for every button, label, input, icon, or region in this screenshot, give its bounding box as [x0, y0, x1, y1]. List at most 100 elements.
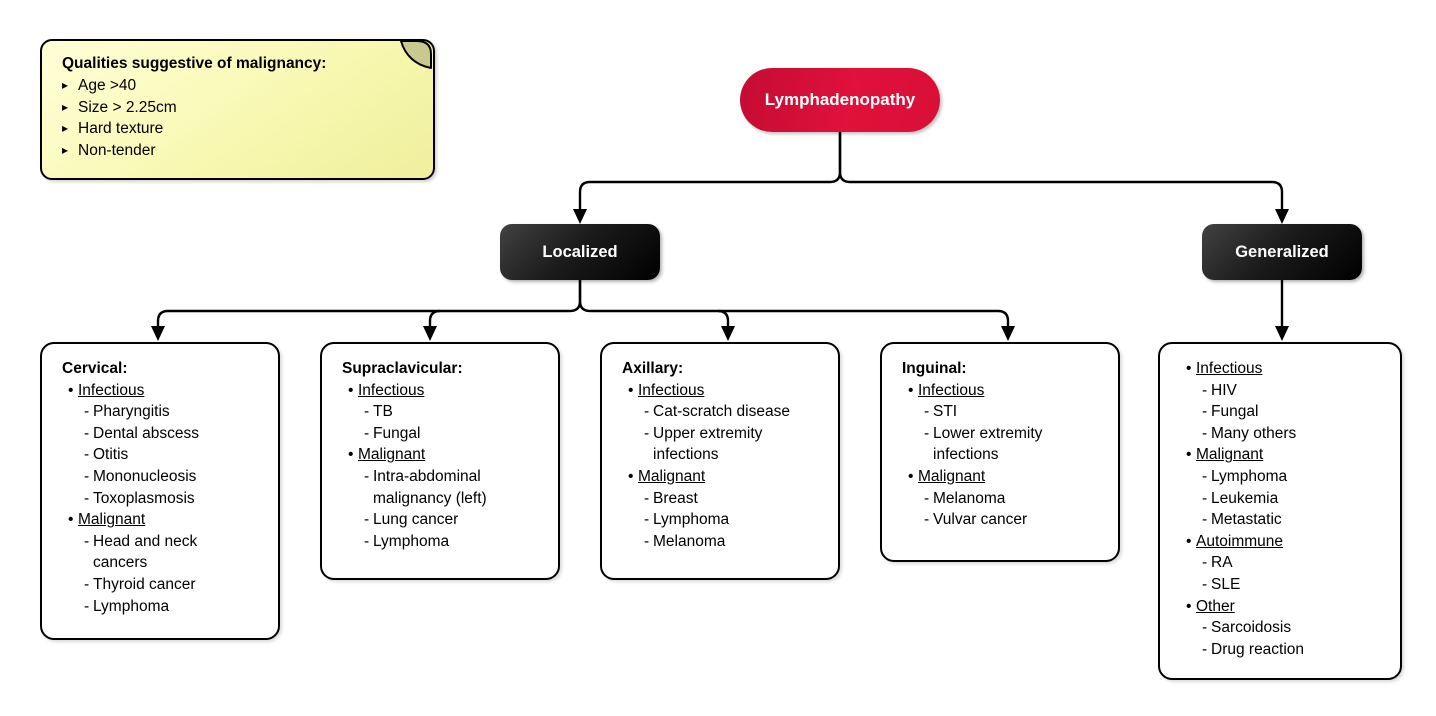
section-header: •Malignant — [908, 466, 1110, 488]
list-item: -Vulvar cancer — [924, 509, 1110, 531]
section-header: •Infectious — [348, 380, 550, 402]
dash-bullet-icon: - — [644, 424, 650, 442]
list-item-text: Head and neck cancers — [93, 532, 198, 572]
list-item: -Lung cancer — [364, 509, 550, 531]
section-header-label: Infectious — [638, 381, 705, 399]
dash-bullet-icon: - — [84, 467, 90, 485]
list-item: -Breast — [644, 488, 830, 510]
dash-bullet-icon: - — [644, 403, 650, 421]
section-header-label: Other — [1196, 597, 1235, 615]
dash-bullet-icon: - — [644, 489, 650, 507]
section-header-label: Malignant — [638, 467, 706, 485]
note-title: Qualities suggestive of malignancy: — [62, 55, 327, 72]
dash-bullet-icon: - — [84, 532, 90, 550]
list-item-text: Melanoma — [653, 532, 726, 550]
list-item: -HIV — [1202, 380, 1392, 402]
bullet-icon: • — [628, 467, 634, 485]
branch-node-label: Generalized — [1235, 242, 1329, 261]
bullet-icon: • — [1186, 446, 1192, 464]
box-title: Cervical: — [62, 360, 128, 377]
dash-bullet-icon: - — [1202, 511, 1208, 529]
root-node-label: Lymphadenopathy — [764, 90, 916, 109]
list-item-text: Dental abscess — [93, 424, 199, 442]
list-item-text: Otitis — [93, 446, 129, 464]
section-header-label: Infectious — [918, 381, 985, 399]
dash-bullet-icon: - — [644, 532, 650, 550]
note-item: ▸ Size > 2.25cm — [62, 97, 419, 119]
dash-bullet-icon: - — [84, 489, 90, 507]
sticky-note: Qualities suggestive of malignancy: ▸ Ag… — [40, 39, 435, 180]
category-box-supraclavicular: Supraclavicular:•Infectious-TB-Fungal•Ma… — [320, 342, 560, 580]
list-item-text: HIV — [1211, 381, 1237, 399]
dash-bullet-icon: - — [364, 511, 370, 529]
list-item: -Metastatic — [1202, 509, 1392, 531]
list-item: -TB — [364, 401, 550, 423]
section-header: •Autoimmune — [1186, 531, 1392, 553]
list-item: -Upper extremity infections — [644, 423, 830, 466]
category-box-axillary: Axillary:•Infectious-Cat-scratch disease… — [600, 342, 840, 580]
arrowhead — [573, 209, 587, 224]
dash-bullet-icon: - — [84, 575, 90, 593]
section-header: •Malignant — [68, 509, 270, 531]
dash-bullet-icon: - — [84, 403, 90, 421]
list-item-text: Breast — [653, 489, 698, 507]
list-item-text: TB — [373, 403, 393, 421]
list-item-text: Intra-abdominal malignancy (left) — [373, 467, 487, 507]
triangle-bullet-icon: ▸ — [62, 121, 69, 136]
note-item-text: Non-tender — [78, 142, 156, 160]
dash-bullet-icon: - — [644, 511, 650, 529]
arrowhead — [1275, 326, 1289, 341]
arrowhead — [721, 326, 735, 341]
connector-localized-axillary — [717, 309, 730, 326]
arrowhead — [1001, 326, 1015, 341]
arrowhead — [1275, 209, 1289, 224]
list-item: -Intra-abdominal malignancy (left) — [364, 466, 550, 509]
note-item: ▸ Hard texture — [62, 118, 419, 140]
list-item-text: Mononucleosis — [93, 467, 197, 485]
section-header: •Infectious — [68, 380, 270, 402]
branch-node-localized: Localized — [500, 224, 660, 280]
bullet-icon: • — [1186, 532, 1192, 550]
dash-bullet-icon: - — [924, 424, 930, 442]
bullet-icon: • — [1186, 597, 1192, 615]
dash-bullet-icon: - — [1202, 424, 1208, 442]
list-item-text: Toxoplasmosis — [93, 489, 195, 507]
list-item-text: Pharyngitis — [93, 403, 170, 421]
section-header-label: Autoimmune — [1196, 532, 1284, 550]
list-item: -Fungal — [1202, 401, 1392, 423]
list-item-text: Fungal — [373, 424, 421, 442]
list-item-text: Vulvar cancer — [933, 511, 1028, 529]
dash-bullet-icon: - — [84, 446, 90, 464]
list-item: -Fungal — [364, 423, 550, 445]
list-item: -Lymphoma — [644, 509, 830, 531]
list-item: -Lymphoma — [364, 531, 550, 553]
list-item-text: Cat-scratch disease — [653, 403, 790, 421]
list-item-text: RA — [1211, 554, 1233, 572]
note-item-text: Hard texture — [78, 120, 164, 138]
dash-bullet-icon: - — [1202, 640, 1208, 658]
section-header: •Infectious — [1186, 358, 1392, 380]
list-item: -SLE — [1202, 574, 1392, 596]
list-item: -Thyroid cancer — [84, 574, 270, 596]
list-item-text: Fungal — [1211, 403, 1259, 421]
section-header-label: Infectious — [358, 381, 425, 399]
dash-bullet-icon: - — [1202, 575, 1208, 593]
list-item-text: Lymphoma — [93, 597, 170, 615]
section-header-label: Malignant — [358, 446, 426, 464]
list-item-text: Sarcoidosis — [1211, 619, 1292, 637]
dash-bullet-icon: - — [84, 597, 90, 615]
list-item: -Lymphoma — [1202, 466, 1392, 488]
connector-localized-cervical — [156, 280, 582, 326]
arrowhead — [151, 326, 165, 341]
dash-bullet-icon: - — [364, 403, 370, 421]
box-title: Axillary: — [622, 360, 684, 377]
folded-corner-icon — [400, 40, 432, 69]
connector-localized-supraclavicular — [428, 309, 441, 326]
box-title: Supraclavicular: — [342, 360, 463, 377]
section-header: •Malignant — [628, 466, 830, 488]
list-item: -Pharyngitis — [84, 401, 270, 423]
list-item-text: SLE — [1211, 575, 1241, 593]
list-item-text: Lymphoma — [653, 511, 730, 529]
bullet-icon: • — [908, 381, 914, 399]
